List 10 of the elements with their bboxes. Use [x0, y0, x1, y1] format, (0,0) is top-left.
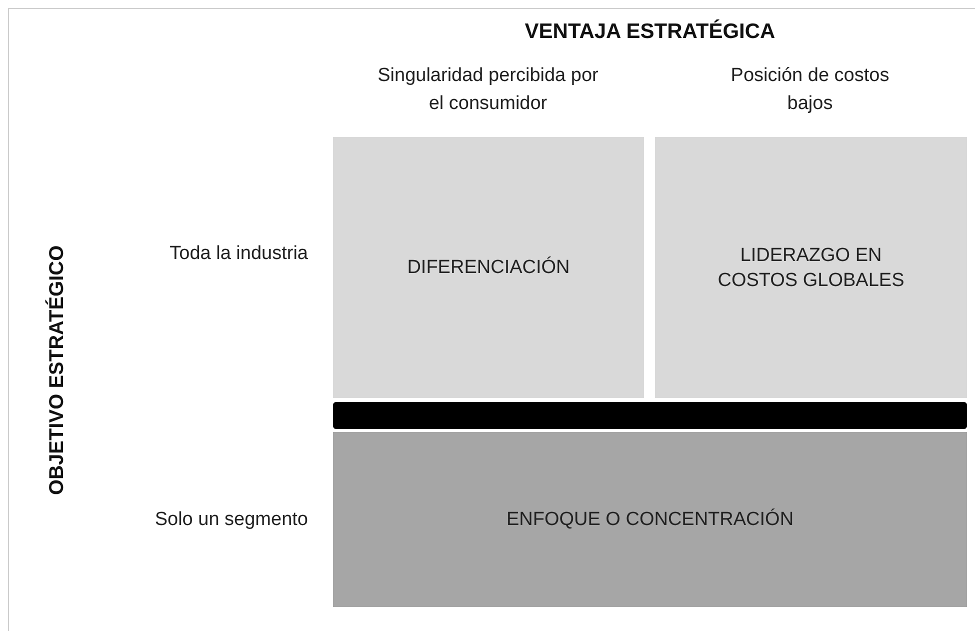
strategy-box: LIDERAZGO EN COSTOS GLOBALES — [655, 137, 967, 398]
column-header: Posición de costos bajos — [730, 64, 890, 116]
column-header: Singularidad percibida por el consumidor — [376, 64, 600, 116]
axis-label: OBJETIVO ESTRATÉGICO — [44, 244, 69, 497]
row-label: Solo un segmento — [154, 508, 308, 532]
row-label: Toda la industria — [170, 242, 308, 266]
strategy-box: DIFERENCIACIÓN — [333, 137, 644, 398]
divider-bar — [333, 402, 967, 429]
strategy-box: ENFOQUE O CONCENTRACIÓN — [333, 432, 967, 607]
diagram-title: VENTAJA ESTRATÉGICA — [524, 18, 776, 45]
